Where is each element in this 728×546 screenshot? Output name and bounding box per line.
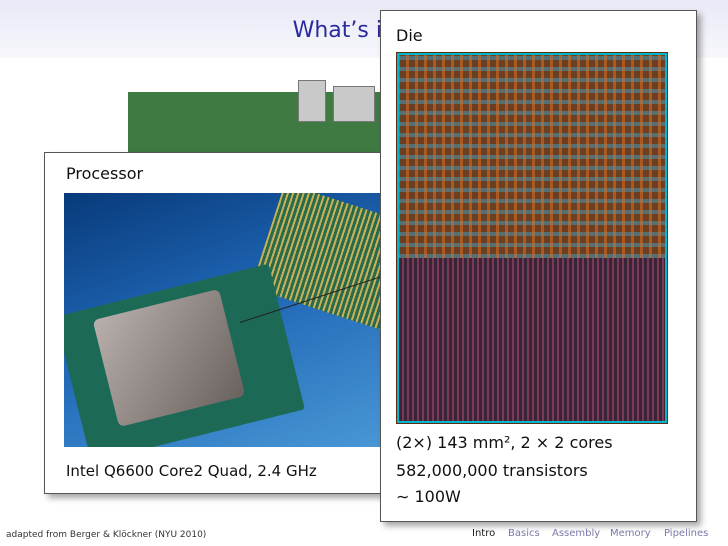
processor-photo [64, 193, 394, 447]
nav-intro[interactable]: Intro [472, 528, 496, 539]
die-cache-area [397, 258, 667, 423]
processor-caption: Intel Q6600 Core2 Quad, 2.4 GHz [66, 462, 317, 480]
processor-panel-title: Processor [66, 164, 144, 183]
die-spec-line1: (2×) 143 mm², 2 × 2 cores [396, 433, 613, 452]
nav-pipelines[interactable]: Pipelines [664, 528, 709, 539]
footer-credit: adapted from Berger & Klöckner (NYU 2010… [6, 530, 207, 540]
die-image [396, 52, 668, 424]
nav-assembly[interactable]: Assembly [552, 528, 601, 539]
nav-basics[interactable]: Basics [508, 528, 540, 539]
die-frame [397, 53, 667, 423]
board-connector [298, 80, 326, 122]
board-connector [333, 86, 375, 122]
die-panel-title: Die [396, 26, 423, 45]
die-spec-line3: ∼ 100W [396, 487, 461, 506]
die-logic-area [397, 53, 667, 258]
nav-memory[interactable]: Memory [610, 528, 651, 539]
die-spec-line2: 582,000,000 transistors [396, 461, 588, 480]
